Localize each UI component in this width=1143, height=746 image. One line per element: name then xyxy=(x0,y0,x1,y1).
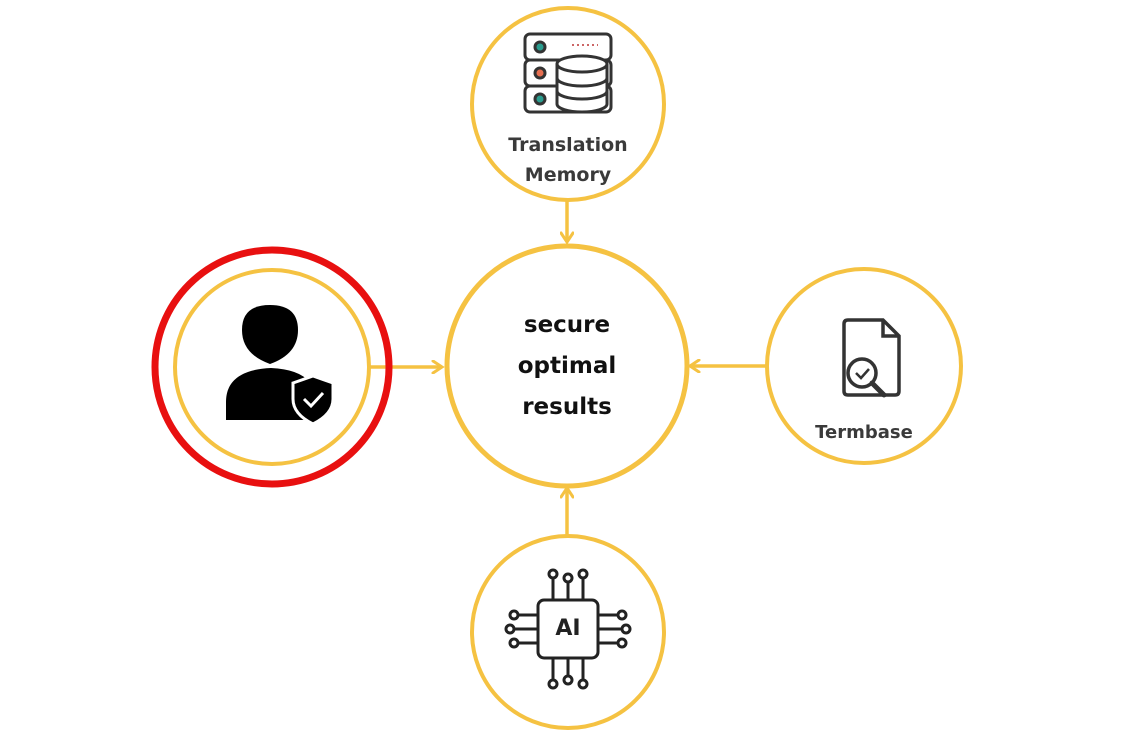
top-node-label-line: Memory xyxy=(524,164,612,186)
center-label-line: optimal xyxy=(517,353,617,379)
document-search-check-icon xyxy=(842,318,901,398)
center-circle xyxy=(444,243,690,489)
highlight-ring xyxy=(151,246,393,488)
center-label: secure optimal results xyxy=(467,305,667,428)
center-label-line: results xyxy=(522,394,612,420)
ai-chip-icon xyxy=(504,568,632,690)
left-circle xyxy=(173,268,371,466)
right-node-label: Termbase xyxy=(815,422,913,443)
database-server-icon xyxy=(523,32,613,114)
ai-chip-label: AI xyxy=(555,616,581,641)
user-shield-check-icon xyxy=(226,305,335,426)
top-node-label: Translation Memory xyxy=(498,130,638,190)
center-label-line: secure xyxy=(523,312,611,338)
bottom-circle xyxy=(470,534,666,730)
top-node-label-line: Translation xyxy=(508,134,628,156)
